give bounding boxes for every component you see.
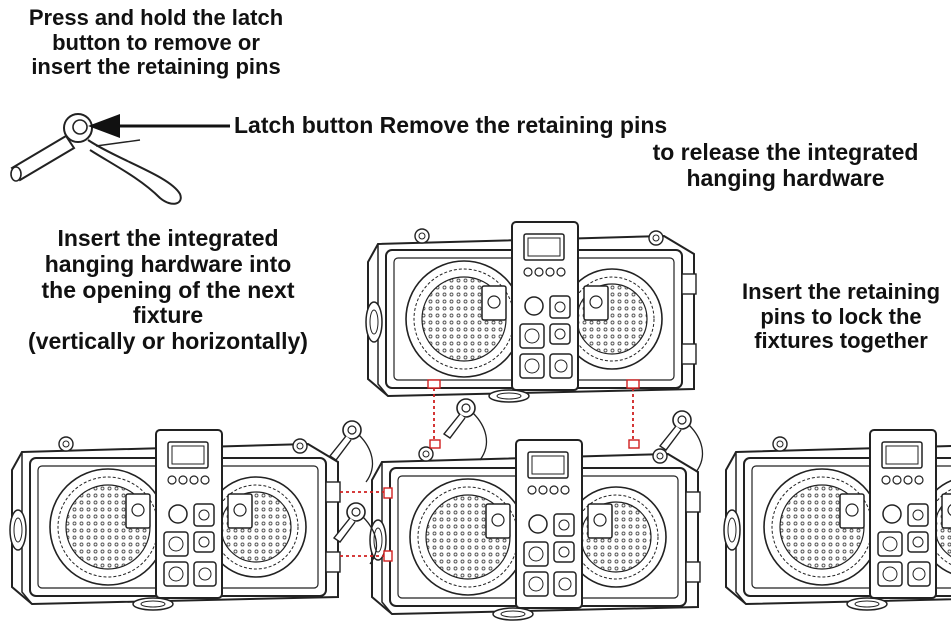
insert-hardware-label: Insert the integrated hanging hardware i… — [0, 226, 336, 355]
remove-pins-label: to release the integrated hanging hardwa… — [620, 140, 951, 192]
latch-button-label: Latch button Remove the retaining pins — [234, 113, 774, 139]
insert-pins-label: Insert the retaining pins to lock the fi… — [716, 280, 951, 354]
fixture-top — [366, 222, 696, 402]
fixture-bottom-center — [370, 440, 700, 620]
latch-arrow — [88, 114, 230, 138]
fixture-bottom-right — [724, 430, 951, 610]
latch-instruction-label: Press and hold the latch button to remov… — [0, 6, 312, 80]
fixture-bottom-left — [10, 430, 340, 610]
retaining-pin — [444, 399, 486, 460]
